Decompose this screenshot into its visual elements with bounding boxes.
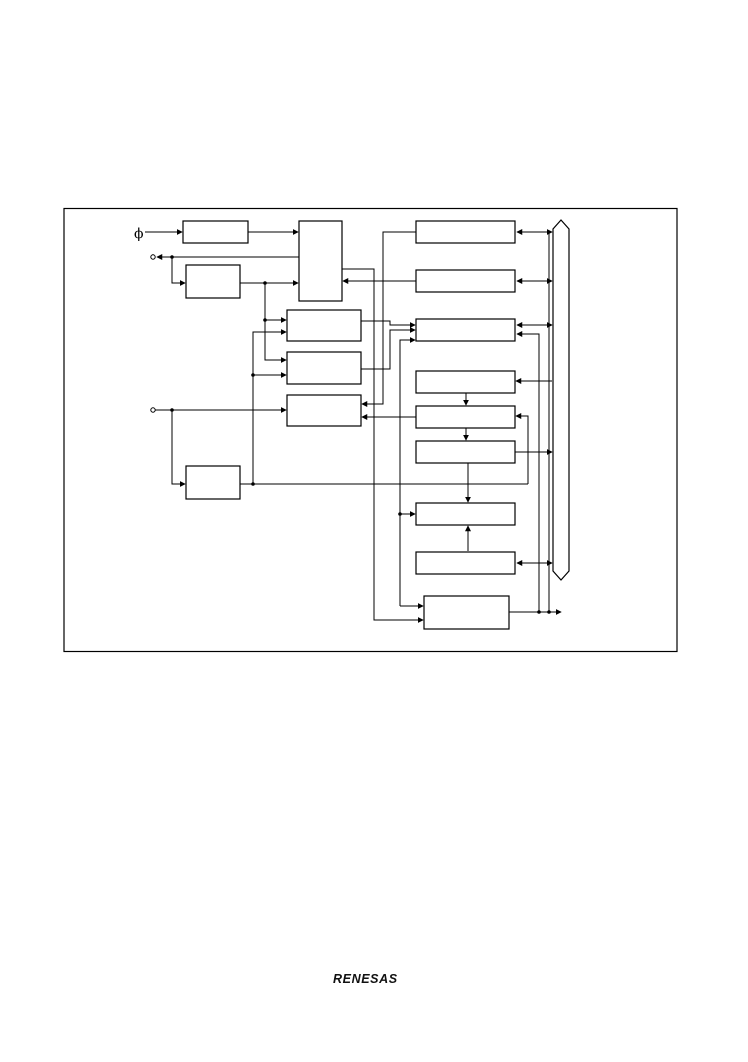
internal-bus [552,219,570,581]
block-register-b [286,351,362,385]
block-right-2 [415,269,516,293]
block-prescaler [182,220,249,244]
block-control-logic [298,220,343,302]
block-register-a [286,309,362,342]
diagram-frame [63,207,678,653]
block-right-7 [415,502,516,526]
block-right-5 [415,405,516,429]
block-input-control-2 [185,465,241,500]
clock-input-symbol: ϕ [134,226,144,242]
block-register-c [286,394,362,427]
block-output [423,595,510,630]
pin-terminal-2 [150,407,156,413]
pin-terminal-1 [150,254,156,260]
block-right-8 [415,551,516,575]
renesas-logo-text: RENESAS [333,972,398,986]
block-right-1 [415,220,516,244]
block-input-control-1 [185,264,241,299]
block-right-3 [415,318,516,342]
block-right-6 [415,440,516,464]
block-right-4 [415,370,516,394]
